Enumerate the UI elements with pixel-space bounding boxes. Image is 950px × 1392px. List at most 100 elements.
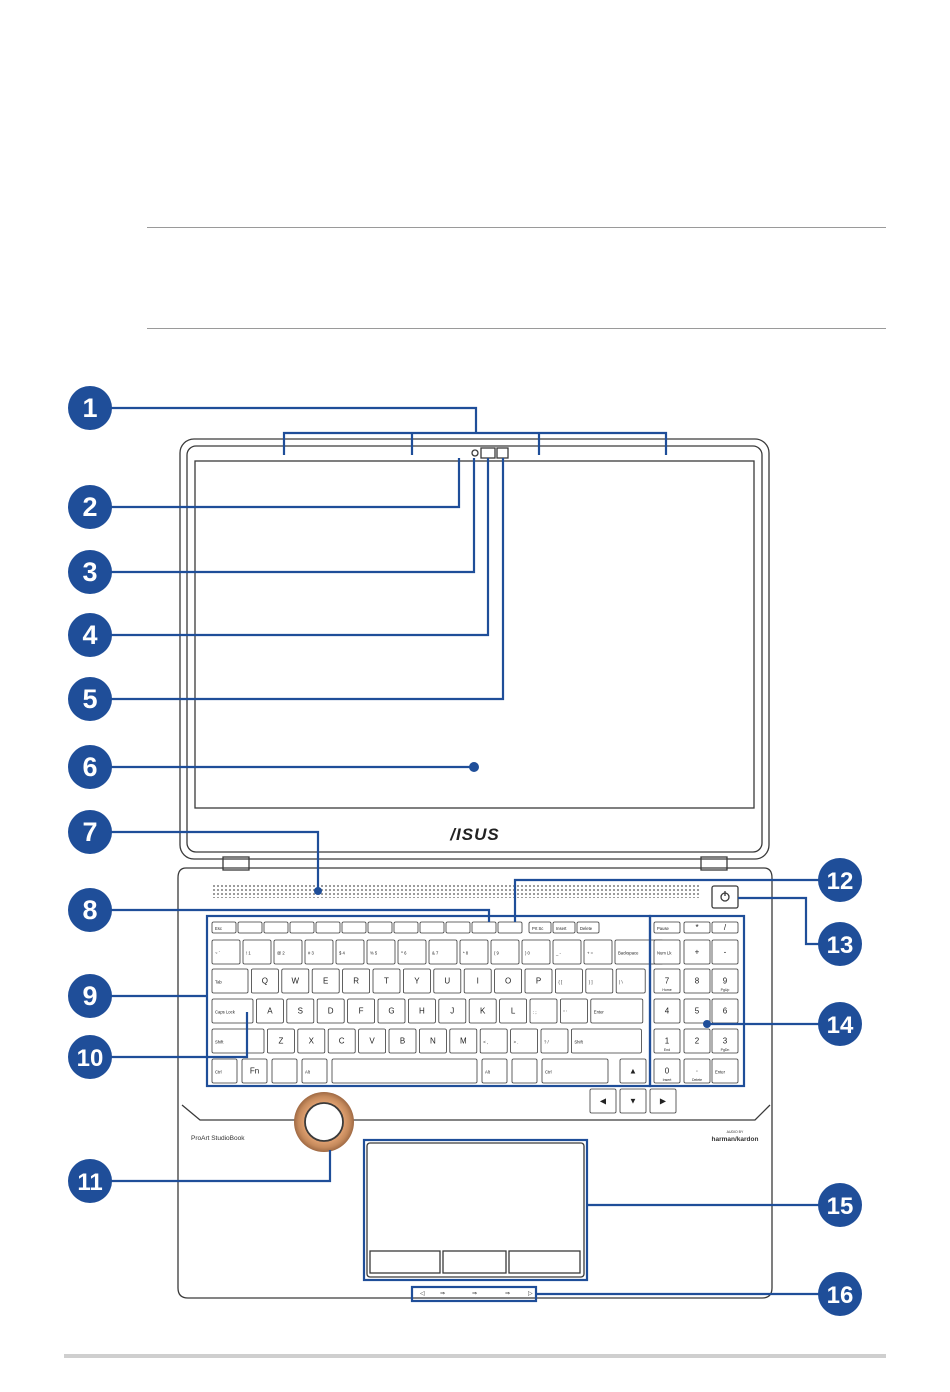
top-key-10[interactable] — [524, 968, 553, 994]
num-key-10[interactable] — [521, 939, 551, 965]
num-key-2[interactable] — [273, 939, 303, 965]
fn-key-3[interactable] — [289, 921, 315, 934]
numpad-key-16[interactable] — [683, 1058, 711, 1084]
space-row-key-5[interactable] — [481, 1058, 508, 1084]
touchpad-middle-button[interactable] — [442, 1250, 507, 1274]
top-key-7[interactable] — [433, 968, 462, 994]
fn-key-2[interactable] — [263, 921, 289, 934]
bottom-key-10[interactable] — [540, 1028, 569, 1054]
bottom-key-5[interactable] — [388, 1028, 417, 1054]
numpad-key-8[interactable] — [711, 968, 739, 994]
home-key-10[interactable] — [529, 998, 558, 1024]
bottom-key-1[interactable] — [266, 1028, 295, 1054]
home-key-9[interactable] — [499, 998, 528, 1024]
bottom-key-0[interactable] — [211, 1028, 265, 1054]
home-key-1[interactable] — [255, 998, 284, 1024]
fn-key-13[interactable] — [552, 921, 576, 934]
top-key-6[interactable] — [402, 968, 431, 994]
fn-key-6[interactable] — [367, 921, 393, 934]
home-key-11[interactable] — [560, 998, 588, 1024]
bottom-key-6[interactable] — [418, 1028, 447, 1054]
space-row-key-6[interactable] — [511, 1058, 538, 1084]
numpad-key-12[interactable] — [653, 1028, 681, 1054]
numpad-key-13[interactable] — [683, 1028, 711, 1054]
num-key-8[interactable] — [459, 939, 489, 965]
home-key-5[interactable] — [377, 998, 406, 1024]
space-row-key-2[interactable] — [271, 1058, 298, 1084]
numpad-key-5[interactable] — [711, 939, 739, 965]
numpad-key-2[interactable] — [711, 921, 739, 934]
num-key-12[interactable] — [583, 939, 613, 965]
bottom-key-11[interactable] — [571, 1028, 642, 1054]
home-key-7[interactable] — [438, 998, 467, 1024]
space-row-key-7[interactable] — [541, 1058, 609, 1084]
top-key-11[interactable] — [555, 968, 583, 994]
top-key-2[interactable] — [281, 968, 310, 994]
num-key-0[interactable] — [211, 939, 241, 965]
bottom-key-9[interactable] — [510, 1028, 539, 1054]
numpad-key-7[interactable] — [683, 968, 711, 994]
num-key-4[interactable] — [335, 939, 365, 965]
home-key-8[interactable] — [468, 998, 497, 1024]
top-key-5[interactable] — [372, 968, 401, 994]
home-key-4[interactable] — [347, 998, 376, 1024]
home-key-0[interactable] — [211, 998, 254, 1024]
fn-key-9[interactable] — [445, 921, 471, 934]
fn-key-14[interactable] — [576, 921, 600, 934]
space-row-key-1[interactable] — [241, 1058, 268, 1084]
bottom-key-2[interactable] — [297, 1028, 326, 1054]
top-key-0[interactable] — [211, 968, 249, 994]
fn-key-12[interactable] — [528, 921, 552, 934]
num-key-5[interactable] — [366, 939, 396, 965]
fn-key-7[interactable] — [393, 921, 419, 934]
bottom-key-7[interactable] — [449, 1028, 478, 1054]
numpad-key-1[interactable] — [683, 921, 711, 934]
num-key-6[interactable] — [397, 939, 427, 965]
power-button[interactable] — [711, 885, 739, 909]
asus-dial[interactable] — [304, 1102, 344, 1142]
fn-key-8[interactable] — [419, 921, 445, 934]
num-key-1[interactable] — [242, 939, 272, 965]
numpad-key-10[interactable] — [683, 998, 711, 1024]
top-key-8[interactable] — [463, 968, 492, 994]
top-key-12[interactable] — [585, 968, 614, 994]
fn-key-0[interactable] — [211, 921, 237, 934]
top-key-4[interactable] — [342, 968, 371, 994]
numpad-key-0[interactable] — [653, 921, 681, 934]
space-row-key-4[interactable] — [331, 1058, 478, 1084]
arrow-up-key[interactable] — [619, 1058, 647, 1084]
fn-key-1[interactable] — [237, 921, 263, 934]
num-key-9[interactable] — [490, 939, 520, 965]
fn-key-4[interactable] — [315, 921, 341, 934]
arrow-right-key[interactable] — [649, 1088, 677, 1114]
touchpad-right-button[interactable] — [508, 1250, 581, 1274]
numpad-key-14[interactable] — [711, 1028, 739, 1054]
bottom-key-4[interactable] — [358, 1028, 387, 1054]
space-row-key-0[interactable] — [211, 1058, 238, 1084]
home-key-2[interactable] — [286, 998, 315, 1024]
touchpad-left-button[interactable] — [369, 1250, 441, 1274]
num-key-3[interactable] — [304, 939, 334, 965]
home-key-3[interactable] — [316, 998, 345, 1024]
arrow-left-key[interactable] — [589, 1088, 617, 1114]
fn-key-5[interactable] — [341, 921, 367, 934]
top-key-13[interactable] — [615, 968, 646, 994]
numpad-key-3[interactable] — [653, 939, 681, 965]
touchpad[interactable] — [366, 1142, 585, 1278]
bottom-key-3[interactable] — [327, 1028, 356, 1054]
bottom-key-8[interactable] — [479, 1028, 508, 1054]
numpad-key-6[interactable] — [653, 968, 681, 994]
top-key-3[interactable] — [311, 968, 340, 994]
arrow-down-key[interactable] — [619, 1088, 647, 1114]
fn-key-10[interactable] — [471, 921, 497, 934]
numpad-key-17[interactable] — [711, 1058, 739, 1084]
space-row-key-3[interactable] — [301, 1058, 328, 1084]
top-key-9[interactable] — [494, 968, 523, 994]
home-key-12[interactable] — [590, 998, 644, 1024]
num-key-11[interactable] — [552, 939, 582, 965]
fn-key-11[interactable] — [497, 921, 523, 934]
numpad-key-9[interactable] — [653, 998, 681, 1024]
numpad-key-15[interactable] — [653, 1058, 681, 1084]
num-key-7[interactable] — [428, 939, 458, 965]
home-key-6[interactable] — [407, 998, 436, 1024]
